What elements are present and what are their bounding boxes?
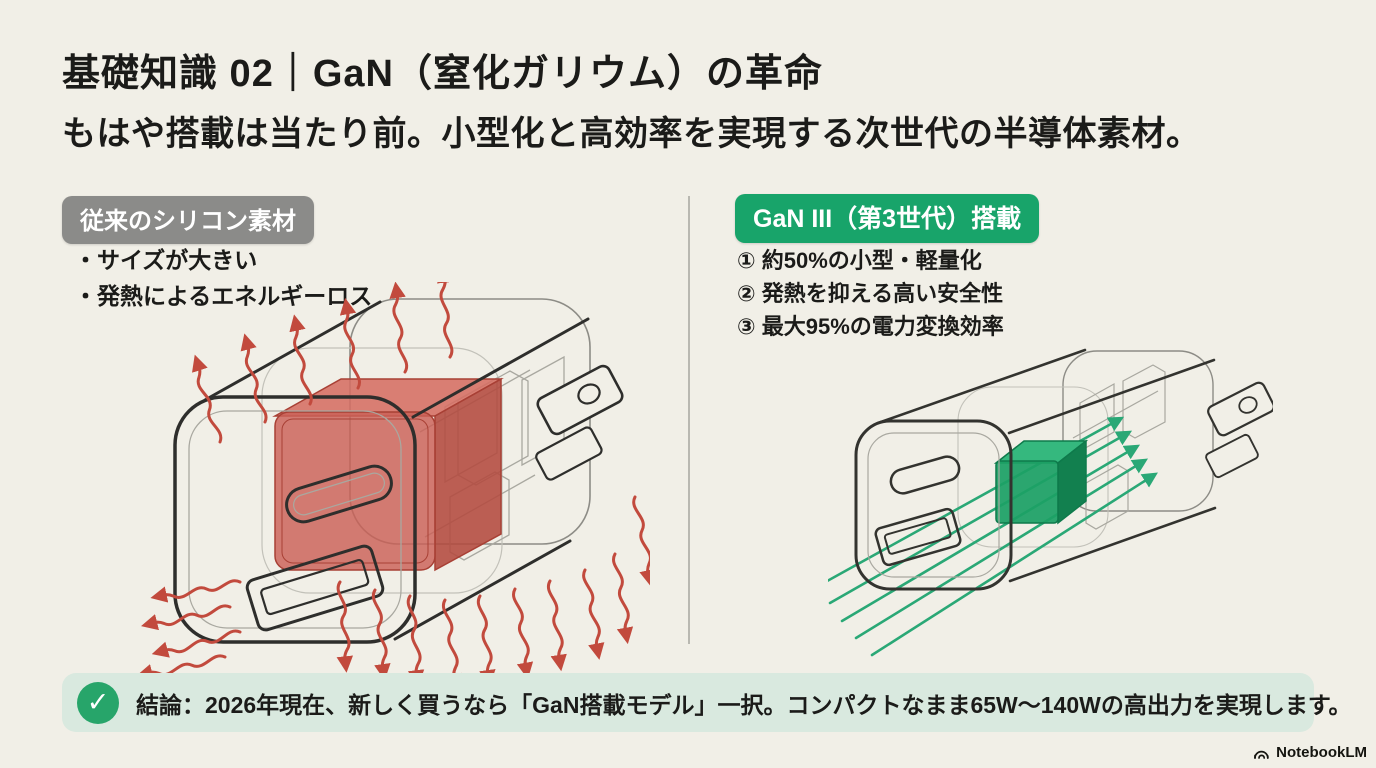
gan-usb-a-port	[874, 507, 962, 567]
charger-front-face	[173, 395, 417, 644]
silicon-bullet-1: ・サイズが大きい	[74, 247, 258, 273]
brand-footer: NotebookLM	[1253, 744, 1367, 761]
notebooklm-logo-icon	[1254, 750, 1269, 759]
silicon-block	[272, 377, 504, 572]
gan-benefit-list: ① 約50%の小型・軽量化 ② 発熱を抑える高い安全性 ③ 最大95%の電力変換…	[737, 244, 1004, 343]
plug-prongs	[535, 364, 624, 481]
silicon-badge: 従来のシリコン素材	[62, 196, 314, 244]
gan-front-face	[854, 419, 1013, 591]
check-icon: ✓	[77, 681, 119, 724]
silicon-bullet-2: ・発熱によるエネルギーロス	[74, 283, 373, 309]
usb-a-port	[245, 544, 385, 632]
panel-divider	[688, 196, 690, 644]
gan-hull-edges	[876, 348, 1217, 583]
gan-badge: GaN III（第3世代）搭載	[735, 194, 1040, 243]
charger-hull-edges	[203, 300, 590, 641]
conclusion-banner: ✓ 結論：2026年現在、新しく買うなら「GaN搭載モデル」一択。コンパクトなま…	[62, 673, 1352, 732]
gan-charger-illustration	[828, 348, 1273, 657]
usb-c-port	[285, 464, 393, 524]
silicon-charger-illustration	[139, 282, 650, 682]
gan-benefit-2: ② 発熱を抑える高い安全性	[737, 281, 1004, 306]
gan-usb-c-port	[889, 455, 961, 495]
brand-label: NotebookLM	[1276, 744, 1367, 761]
page-subtitle: もはや搭載は当たり前。小型化と高効率を実現する次世代の半導体素材。	[62, 115, 1201, 153]
silicon-bullet-list: ・サイズが大きい ・発熱によるエネルギーロス	[74, 242, 372, 314]
gan-benefit-3: ③ 最大95%の電力変換効率	[737, 314, 1004, 339]
gan-plug-prongs	[1205, 381, 1273, 479]
conclusion-text: 結論：2026年現在、新しく買うなら「GaN搭載モデル」一択。コンパクトなまま6…	[136, 691, 1352, 718]
page-title: 基礎知識 02｜GaN（窒化ガリウム）の革命	[62, 53, 823, 95]
gan-benefit-1: ① 約50%の小型・軽量化	[737, 248, 982, 273]
